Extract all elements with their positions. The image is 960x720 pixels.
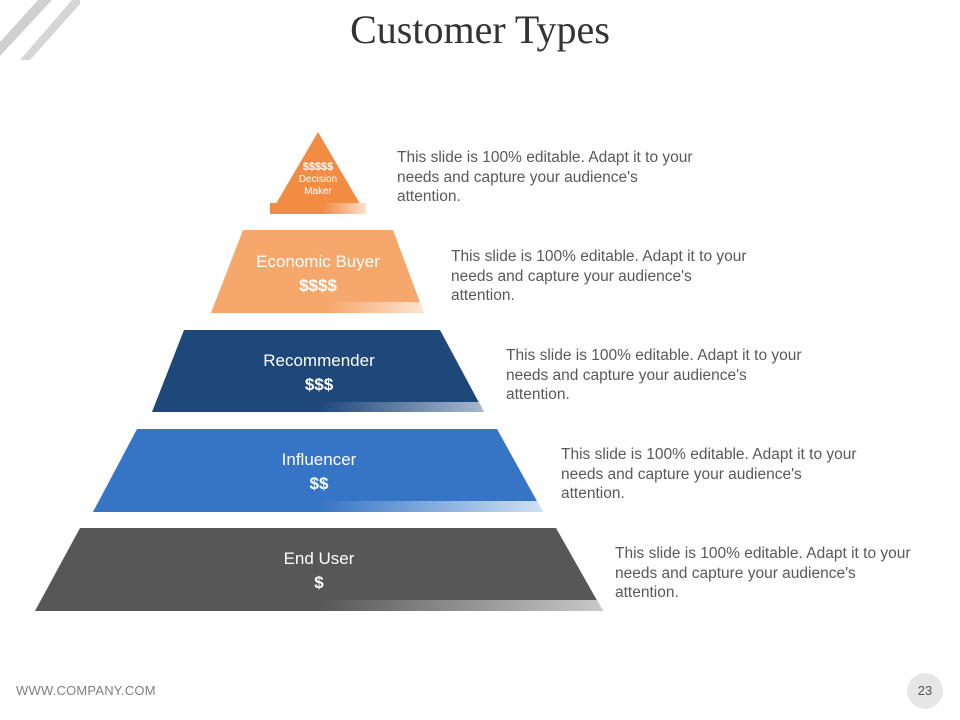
pyramid-tier-end-user <box>35 528 603 611</box>
tier-label-economic-buyer: Economic Buyer $$$$ <box>218 250 418 298</box>
tier-price: $ <box>314 573 324 592</box>
tier-name: Influencer <box>281 450 357 469</box>
tier-description-influencer: This slide is 100% editable. Adapt it to… <box>561 446 857 502</box>
tier-price: $$ <box>309 474 329 493</box>
corner-decoration <box>0 0 80 60</box>
tier-name: End User <box>283 549 355 568</box>
slide-title: Customer Types <box>350 7 610 52</box>
tier-name: Decision Maker <box>298 173 338 198</box>
tier-label-decision-maker: $$$$$ Decision Maker <box>283 161 353 199</box>
page-number-badge: 23 <box>907 673 943 709</box>
pyramid-tier-decision-maker <box>270 132 366 214</box>
tier-label-recommender: Recommender $$$ <box>219 349 419 397</box>
tier-price: $$$$$ <box>302 161 334 173</box>
tier-label-end-user: End User $ <box>219 547 419 595</box>
tier-description-economic-buyer: This slide is 100% editable. Adapt it to… <box>451 248 747 304</box>
tier-description-end-user: This slide is 100% editable. Adapt it to… <box>615 545 911 601</box>
tier-label-influencer: Influencer $$ <box>219 448 419 496</box>
pyramid-tier-recommender <box>152 330 484 412</box>
footer-website: WWW.COMPANY.COM <box>16 683 156 698</box>
tier-name: Recommender <box>263 351 375 370</box>
tier-name: Economic Buyer <box>256 252 380 271</box>
pyramid-tier-economic-buyer <box>211 230 424 313</box>
tier-description-recommender: This slide is 100% editable. Adapt it to… <box>506 347 802 403</box>
tier-description-decision-maker: This slide is 100% editable. Adapt it to… <box>397 149 693 205</box>
tier-price: $$$$ <box>299 276 337 295</box>
pyramid-tier-influencer <box>93 429 543 512</box>
tier-price: $$$ <box>304 375 334 394</box>
